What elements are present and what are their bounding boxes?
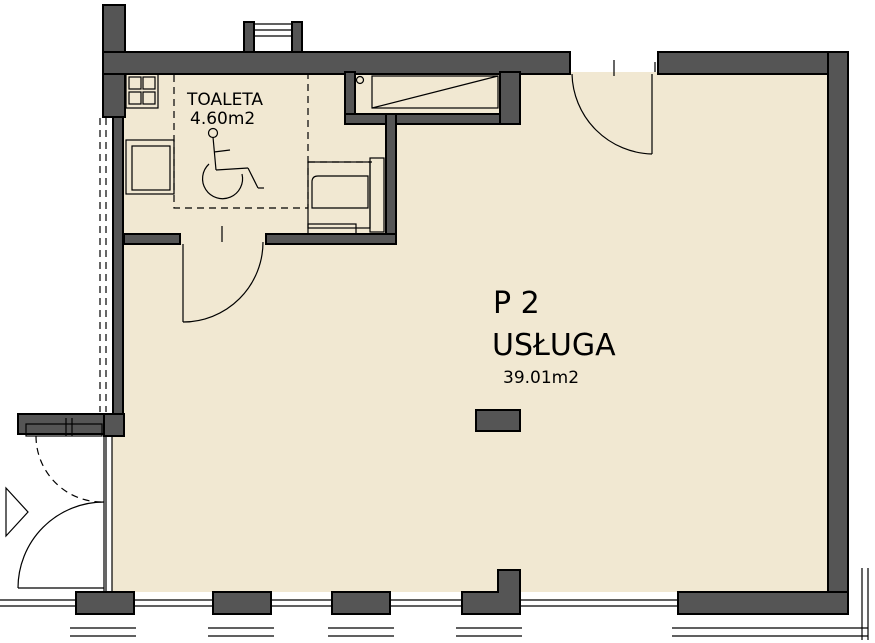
sink-icon [125,73,159,109]
accessibility-zone [173,73,309,209]
top-window [254,23,292,37]
toilet-area-label: 4.60m2 [190,109,255,129]
room-number-label: P 2 [493,286,540,321]
skylight [354,73,501,115]
wheelchair-icon [202,127,264,200]
door-toilet [182,226,264,323]
room-name-label: USŁUGA [492,328,616,363]
entrance-arrow-icon [5,486,29,538]
toilet-bowl [125,139,175,195]
door-top-right [569,60,656,155]
door-entrance [17,418,105,592]
main-room-floor-core [122,120,838,592]
room-area-label: 39.01m2 [503,368,579,388]
column [475,409,521,432]
left-glazing [99,118,113,592]
toilet-name-label: TOALETA [186,90,263,110]
bottom-windows [0,568,869,640]
